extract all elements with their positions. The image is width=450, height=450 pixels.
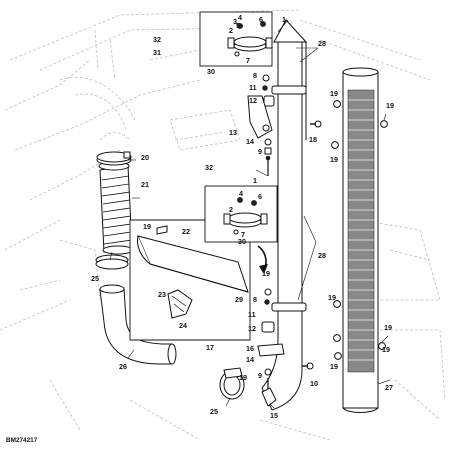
callout-19-d: 19 bbox=[328, 293, 336, 302]
callout-32-top: 32 bbox=[153, 35, 161, 44]
callout-30-top: 30 bbox=[207, 67, 215, 76]
callout-20: 20 bbox=[141, 153, 149, 162]
callout-22: 22 bbox=[182, 227, 190, 236]
hose-clamp-25-upper bbox=[95, 254, 129, 270]
callout-24: 24 bbox=[179, 321, 187, 330]
callout-3: 3 bbox=[233, 17, 237, 26]
callout-15: 15 bbox=[270, 411, 278, 420]
callout-25-lower: 25 bbox=[210, 407, 218, 416]
perforated-tail-pipe-27 bbox=[342, 67, 379, 413]
callout-19-b: 19 bbox=[386, 101, 394, 110]
callout-14-lower: 14 bbox=[246, 355, 254, 364]
callout-14-upper: 14 bbox=[246, 137, 254, 146]
callout-12-lower: 12 bbox=[248, 324, 256, 333]
exhaust-pipe-1 bbox=[261, 19, 308, 411]
callout-4-mid: 4 bbox=[239, 189, 243, 198]
clamp-detail-inset-top bbox=[199, 11, 273, 67]
callout-28-mid: 28 bbox=[318, 251, 326, 260]
callout-25-upper: 25 bbox=[91, 274, 99, 283]
callout-19-f: 19 bbox=[330, 362, 338, 371]
callout-19-g: 19 bbox=[262, 269, 270, 278]
callout-31: 31 bbox=[153, 48, 161, 57]
callout-4-top: 4 bbox=[238, 13, 242, 22]
callout-9-upper: 9 bbox=[258, 147, 262, 156]
callout-19-shield: 19 bbox=[143, 222, 151, 231]
callout-1-mid: 1 bbox=[253, 176, 257, 185]
callout-21: 21 bbox=[141, 180, 149, 189]
clamp-detail-inset-middle bbox=[204, 185, 278, 243]
figure-reference-code: BM274217 bbox=[6, 437, 38, 444]
machine-outline-background bbox=[0, 9, 446, 441]
callout-5: 5 bbox=[236, 21, 240, 30]
callout-30-mid: 30 bbox=[238, 237, 246, 246]
callout-8-upper: 8 bbox=[253, 71, 257, 80]
callout-23: 23 bbox=[158, 290, 166, 299]
elbow-pipe-26 bbox=[99, 284, 177, 365]
flex-hose-21 bbox=[98, 161, 134, 255]
callout-19-h: 19 bbox=[239, 373, 247, 382]
callout-11-lower: 11 bbox=[248, 310, 256, 319]
hose-clamp-20 bbox=[96, 151, 132, 166]
band-clamp-25-lower bbox=[219, 367, 245, 400]
leader-lines bbox=[109, 19, 391, 409]
callout-10: 10 bbox=[310, 379, 318, 388]
assembly-arrow bbox=[257, 245, 268, 274]
callout-19-i: 19 bbox=[382, 345, 390, 354]
bolts-19 bbox=[156, 100, 388, 370]
upper-mount-hardware bbox=[264, 138, 272, 176]
callout-29: 29 bbox=[235, 295, 243, 304]
callout-19-c: 19 bbox=[330, 155, 338, 164]
lower-clamp-on-pipe bbox=[257, 288, 307, 407]
callout-16: 16 bbox=[246, 344, 254, 353]
callout-labels: 1 1 2 2 3 4 4 5 6 6 7 7 8 8 9 9 10 11 11… bbox=[91, 13, 394, 420]
callout-27: 27 bbox=[385, 383, 393, 392]
callout-13: 13 bbox=[229, 128, 237, 137]
callout-12-upper: 12 bbox=[249, 96, 257, 105]
callout-19-a: 19 bbox=[330, 89, 338, 98]
callout-26: 26 bbox=[119, 362, 127, 371]
callout-1-top: 1 bbox=[282, 15, 286, 24]
heat-shield-inset-box bbox=[129, 219, 251, 341]
callout-2-top: 2 bbox=[229, 26, 233, 35]
callout-9-lower: 9 bbox=[258, 371, 262, 380]
upper-clamp-on-pipe bbox=[247, 74, 307, 139]
callout-17: 17 bbox=[206, 343, 214, 352]
callout-7-mid: 7 bbox=[241, 230, 245, 239]
callout-11-upper: 11 bbox=[249, 83, 257, 92]
callout-19-e: 19 bbox=[384, 323, 392, 332]
callout-32-mid: 32 bbox=[205, 163, 213, 172]
callout-8-lower: 8 bbox=[253, 295, 257, 304]
callout-28-top: 28 bbox=[318, 39, 326, 48]
callout-2-mid: 2 bbox=[229, 205, 233, 214]
callout-6-top: 6 bbox=[259, 15, 263, 24]
callout-18: 18 bbox=[309, 135, 317, 144]
callout-6-mid: 6 bbox=[258, 192, 262, 201]
callout-7-top: 7 bbox=[246, 56, 250, 65]
